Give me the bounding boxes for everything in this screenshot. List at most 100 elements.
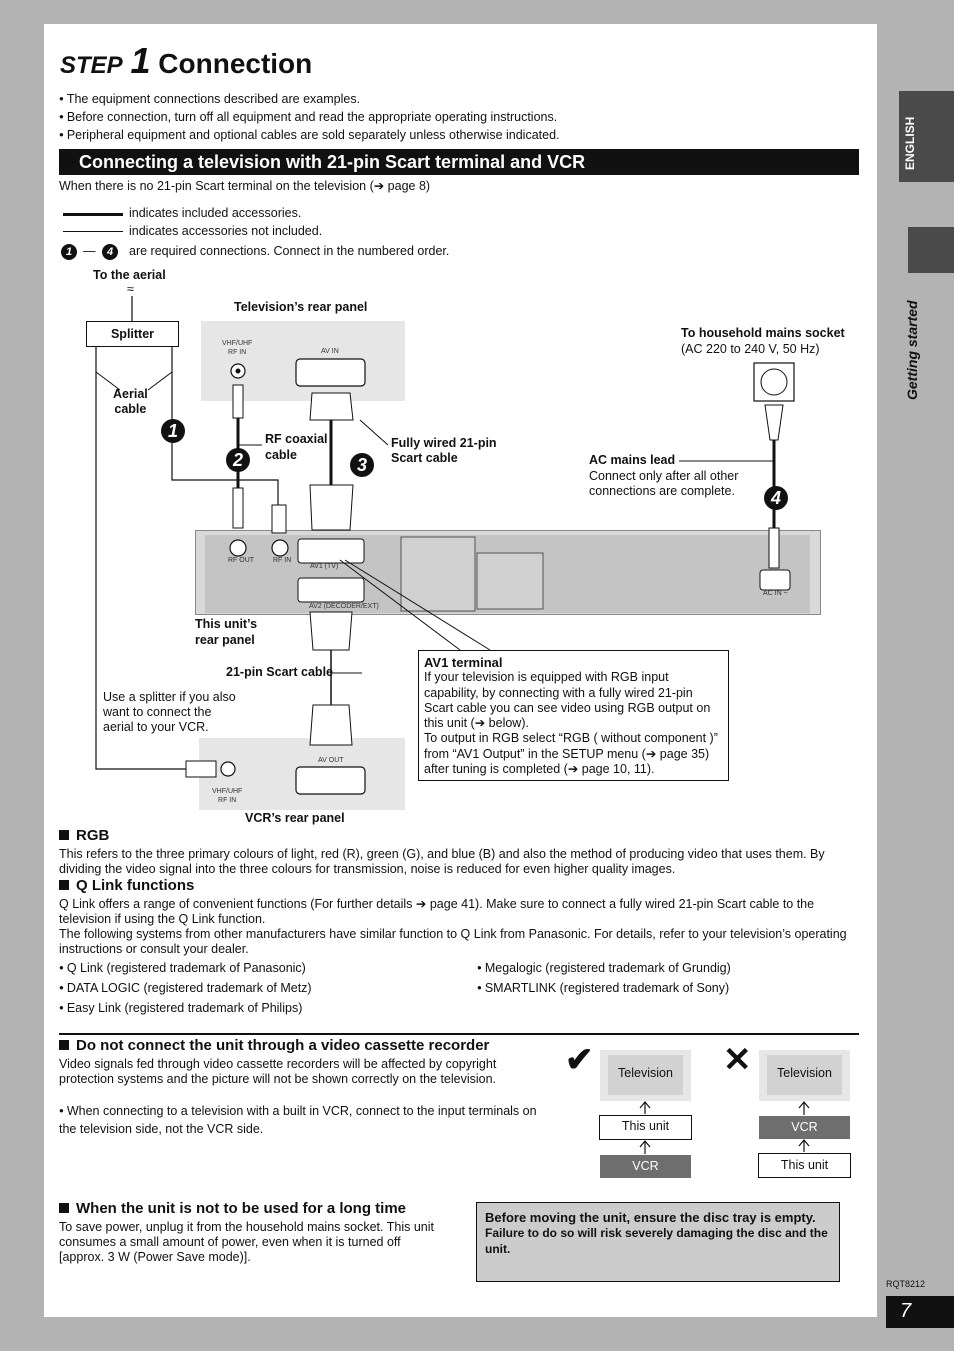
check-icon: ✔ — [565, 1041, 594, 1079]
aerial-cable-label: Aerial cable — [113, 387, 148, 416]
vcr-bullet-list: When connecting to a television with a b… — [59, 1103, 554, 1137]
arrow-head-icon — [798, 1139, 810, 1147]
list-item: When connecting to a television with a b… — [59, 1103, 554, 1137]
legend-dash: — — [83, 244, 96, 258]
list-item: Easy Link (registered trademark of Phili… — [59, 999, 312, 1019]
vcr-scart-plug-top — [309, 611, 353, 651]
list-item: Megalogic (registered trademark of Grund… — [477, 959, 731, 979]
section-note: When there is no 21-pin Scart terminal o… — [59, 179, 431, 193]
qlink-list-right: Megalogic (registered trademark of Grund… — [477, 959, 731, 999]
rgb-heading: RGB — [59, 827, 109, 844]
mains-plug — [764, 404, 784, 441]
mains-socket-face — [760, 368, 788, 396]
tv-rf-port-pin — [235, 368, 241, 374]
vcr-heading: Do not connect the unit through a video … — [59, 1037, 489, 1054]
tv-vhf-uhf-label: VHF/UHF RF IN — [222, 340, 253, 356]
intro-bullet: Peripheral equipment and optional cables… — [59, 127, 560, 145]
qlink-heading: Q Link functions — [59, 877, 194, 894]
step-label: STEP — [60, 52, 123, 79]
model-code: RQT8212 — [886, 1279, 926, 1289]
scart-plug-top — [309, 392, 354, 421]
tv-scart-port — [295, 358, 366, 387]
unit-av-jacks — [400, 536, 476, 612]
step-3-marker: 3 — [350, 453, 374, 477]
rf-coaxial-label: RF coaxial cable — [265, 432, 328, 462]
vcr-box-good: VCR — [600, 1155, 691, 1178]
arrow-head-icon — [798, 1101, 810, 1109]
legend-not-included: indicates accessories not included. — [129, 224, 323, 238]
vcr-box-bad: VCR — [759, 1116, 850, 1139]
unit-rf-in-port — [271, 539, 289, 557]
list-item: Q Link (registered trademark of Panasoni… — [59, 959, 312, 979]
page-title: STEP 1 Connection — [60, 40, 312, 82]
unit-box-bad: This unit — [758, 1153, 851, 1178]
fully-wired-label: Fully wired 21-pin Scart cable — [391, 436, 497, 465]
aerial-cable-pointer — [147, 371, 173, 391]
rf-in-label: RF IN — [273, 557, 292, 564]
legend-thick-line — [63, 213, 123, 216]
unit-rear-panel-label: This unit’s rear panel — [195, 617, 258, 647]
av1-callout-line — [344, 559, 491, 651]
rgb-text: This refers to the three primary colours… — [59, 847, 825, 876]
long-time-heading: When the unit is not to be used for a lo… — [59, 1200, 406, 1217]
rgb-heading-text: RGB — [76, 827, 110, 844]
av1-heading: AV1 terminal — [424, 655, 503, 670]
qlink-text-2: The following systems from other manufac… — [59, 927, 847, 956]
av2-port-label: AV2 (DECODER/EXT) — [309, 603, 379, 610]
aerial-cable-pointer — [95, 371, 121, 391]
unit-ac-in-port — [759, 569, 791, 591]
arrow-head-icon — [639, 1140, 651, 1148]
unit-digital-out — [476, 552, 544, 610]
page-number: 7 — [886, 1296, 954, 1328]
av1-text-2: To output in RGB select “RGB ( without c… — [424, 731, 718, 777]
ac-plug-unit — [768, 527, 780, 569]
tv-av-in-label: AV IN — [321, 348, 339, 355]
legend-required: are required connections. Connect in the… — [129, 244, 450, 258]
fully-wired-pointer — [359, 419, 389, 446]
step-2-marker: 2 — [226, 448, 250, 472]
av1-text-1: If your television is equipped with RGB … — [424, 670, 711, 731]
household-voltage: (AC 220 to 240 V, 50 Hz) — [681, 342, 820, 356]
vcr-scart-plug-bottom — [309, 704, 353, 746]
unit-rf-out-port — [229, 539, 247, 557]
rf-out-label: RF OUT — [228, 557, 255, 564]
unit-box-good: This unit — [599, 1115, 692, 1140]
list-item: SMARTLINK (registered trademark of Sony) — [477, 979, 731, 999]
step-number: 1 — [130, 40, 151, 81]
household-socket-label: To household mains socket — [681, 326, 845, 340]
to-aerial-label: To the aerial — [93, 268, 166, 282]
splitter-to-vcr-cable — [95, 347, 186, 770]
qlink-list-left: Q Link (registered trademark of Panasoni… — [59, 959, 312, 1019]
qlink-heading-text: Q Link functions — [76, 877, 195, 894]
splitter-to-unit-cable — [171, 347, 279, 505]
intro-bullet: The equipment connections described are … — [59, 91, 560, 109]
section-tab-marker — [908, 227, 954, 273]
long-time-heading-text: When the unit is not to be used for a lo… — [76, 1200, 406, 1217]
divider — [59, 1033, 859, 1035]
vcr-heading-text: Do not connect the unit through a video … — [76, 1037, 490, 1054]
warning-line-1: Before moving the unit, ensure the disc … — [485, 1210, 816, 1225]
list-item: DATA LOGIC (registered trademark of Metz… — [59, 979, 312, 999]
scart-21-label: 21-pin Scart cable — [226, 665, 333, 679]
language-tab — [899, 91, 954, 182]
vcr-text: Video signals fed through video cassette… — [59, 1057, 497, 1086]
legend-num-4: 4 — [102, 244, 118, 260]
ac-in-label: AC IN ~ — [763, 590, 788, 597]
arrow-head-icon — [639, 1101, 651, 1109]
ac-mains-note: Connect only after all other connections… — [589, 469, 739, 498]
warning-line-2: Failure to do so will risk severely dama… — [485, 1226, 828, 1256]
av1-port-label: AV1 (TV) — [310, 563, 339, 570]
unit-av2-port — [297, 577, 365, 603]
tv-label-bad: Television — [767, 1055, 842, 1095]
splitter-plug-unit — [271, 504, 287, 534]
section-heading: Connecting a television with 21-pin Scar… — [59, 149, 859, 175]
intro-bullets: The equipment connections described are … — [59, 91, 560, 145]
tv-label-good: Television — [608, 1055, 683, 1095]
scart-plug-bottom — [309, 484, 354, 531]
av1-callout-line — [339, 559, 461, 651]
legend-included: indicates included accessories. — [129, 206, 302, 220]
intro-bullet: Before connection, turn off all equipmen… — [59, 109, 560, 127]
qlink-text-1: Q Link offers a range of convenient func… — [59, 897, 815, 926]
